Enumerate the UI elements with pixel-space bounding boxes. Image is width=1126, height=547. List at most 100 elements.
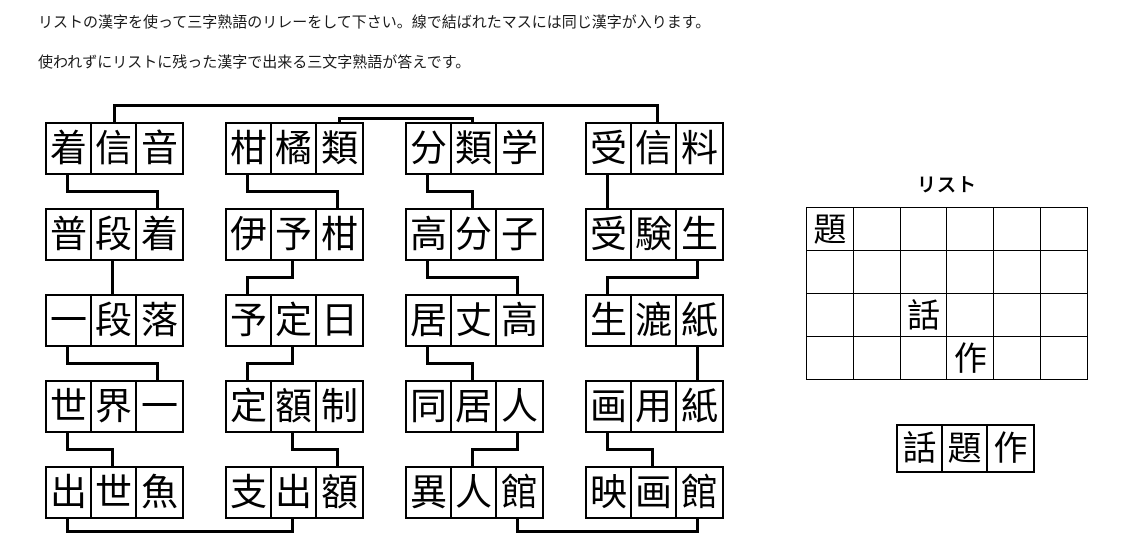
connector-top-short-right-drop: [471, 117, 474, 124]
kanji-cell: 柑: [227, 124, 272, 173]
kanji-cell: 落: [137, 296, 182, 345]
list-cell[interactable]: [853, 251, 901, 294]
kanji-cell: 制: [317, 382, 362, 431]
connector-c1-r4r5-start: [66, 429, 69, 451]
list-cell[interactable]: [853, 294, 901, 337]
kanji-cell: 同: [407, 382, 452, 431]
kanji-cell: 伊: [227, 210, 272, 259]
list-cell[interactable]: 話: [900, 294, 948, 337]
kanji-cell: 子: [497, 210, 542, 259]
connector-c1-r4r5-end: [111, 448, 114, 466]
list-cell[interactable]: [947, 208, 995, 251]
connector-c4-r2r3-start: [696, 257, 699, 279]
list-cell[interactable]: [853, 208, 901, 251]
word-row-c1-r2: 普 段 着: [45, 208, 184, 261]
list-cell[interactable]: [947, 251, 995, 294]
connector-c4-r1r2: [606, 171, 609, 208]
list-cell[interactable]: [994, 337, 1042, 380]
list-cell[interactable]: [1041, 208, 1088, 251]
list-cell[interactable]: [807, 294, 854, 337]
kanji-cell: 定: [227, 382, 272, 431]
list-cell[interactable]: [900, 251, 948, 294]
word-row-c3-r5: 異 人 館: [405, 466, 544, 519]
connector-c3-r1r2-start: [426, 171, 429, 193]
connector-bottom-left-end: [291, 515, 294, 533]
word-row-c3-r1: 分 類 学: [405, 122, 544, 175]
kanji-cell: 分: [407, 124, 452, 173]
kanji-cell: 学: [497, 124, 542, 173]
list-cell[interactable]: [994, 251, 1042, 294]
connector-c3-r4r5-bridge: [471, 448, 519, 451]
list-cell[interactable]: [994, 294, 1042, 337]
kanji-cell: 生: [677, 210, 722, 259]
kanji-cell: 受: [587, 124, 632, 173]
connector-c4-r4r5-bridge: [606, 448, 654, 451]
connector-c1-r1r2-start: [66, 171, 69, 193]
list-cell[interactable]: [853, 337, 901, 380]
instructions-block: リストの漢字を使って三字熟語のリレーをして下さい。線で結ばれたマスには同じ漢字が…: [38, 12, 938, 72]
kanji-cell: 予: [227, 296, 272, 345]
list-cell[interactable]: [994, 208, 1042, 251]
connector-c4-r3r4: [696, 343, 699, 380]
kanji-cell: 支: [227, 468, 272, 517]
list-cell[interactable]: [807, 337, 854, 380]
list-row: 題: [807, 208, 1088, 251]
kanji-cell: 類: [317, 124, 362, 173]
kanji-cell: 居: [452, 382, 497, 431]
connector-c3-r2r3-start: [426, 257, 429, 279]
kanji-cell: 段: [92, 296, 137, 345]
kanji-cell: 信: [92, 124, 137, 173]
word-row-c4-r1: 受 信 料: [585, 122, 724, 175]
kanji-cell: 定: [272, 296, 317, 345]
connector-c3-r4r5-end: [471, 448, 474, 466]
connector-c3-r3r4-end: [471, 362, 474, 380]
kanji-cell: 紙: [677, 296, 722, 345]
answer-box: 話 題 作: [896, 424, 1035, 473]
list-cell[interactable]: [900, 337, 948, 380]
answer-cell: 作: [988, 426, 1033, 471]
kanji-cell: 画: [632, 468, 677, 517]
kanji-cell: 画: [587, 382, 632, 431]
list-cell[interactable]: 題: [807, 208, 854, 251]
word-row-c2-r1: 柑 橘 類: [225, 122, 364, 175]
connector-c4-r4r5-end: [651, 448, 654, 466]
word-row-c1-r5: 出 世 魚: [45, 466, 184, 519]
kanji-cell: 額: [272, 382, 317, 431]
list-cell[interactable]: [947, 294, 995, 337]
kanji-cell: 魚: [137, 468, 182, 517]
kanji-cell: 段: [92, 210, 137, 259]
connector-c3-r2r3-bridge: [426, 276, 519, 279]
connector-c2-r3r4-end: [246, 362, 249, 380]
kanji-cell: 出: [47, 468, 92, 517]
kanji-cell: 信: [632, 124, 677, 173]
list-cell[interactable]: 作: [947, 337, 995, 380]
answer-cell: 話: [898, 426, 943, 471]
list-cell[interactable]: [1041, 251, 1088, 294]
list-cell[interactable]: [1041, 294, 1088, 337]
kanji-cell: 験: [632, 210, 677, 259]
list-grid: 題 話 作: [806, 207, 1088, 380]
kanji-cell: 類: [452, 124, 497, 173]
kanji-cell: 生: [587, 296, 632, 345]
kanji-cell: 高: [497, 296, 542, 345]
word-row-c4-r3: 生 漉 紙: [585, 294, 724, 347]
connector-c3-r1r2-end: [471, 190, 474, 208]
kanji-cell: 居: [407, 296, 452, 345]
kanji-cell: 音: [137, 124, 182, 173]
connector-c2-r2r3-end: [246, 276, 249, 294]
list-cell[interactable]: [1041, 337, 1088, 380]
kanji-cell: 漉: [632, 296, 677, 345]
instruction-line-2: 使われずにリストに残った漢字で出来る三文字熟語が答えです。: [38, 53, 471, 71]
kanji-cell: 用: [632, 382, 677, 431]
word-row-c3-r3: 居 丈 高: [405, 294, 544, 347]
word-row-c2-r3: 予 定 日: [225, 294, 364, 347]
connector-bottom-right-horizontal: [516, 530, 699, 533]
list-cell[interactable]: [807, 251, 854, 294]
kanji-cell: 着: [47, 124, 92, 173]
kanji-cell: 一: [47, 296, 92, 345]
connector-c1-r1r2-bridge: [66, 190, 159, 193]
connector-c3-r3r4-bridge: [426, 362, 474, 365]
connector-c2-r3r4-start: [291, 343, 294, 365]
list-cell[interactable]: [900, 208, 948, 251]
connector-c2-r3r4-bridge: [246, 362, 294, 365]
